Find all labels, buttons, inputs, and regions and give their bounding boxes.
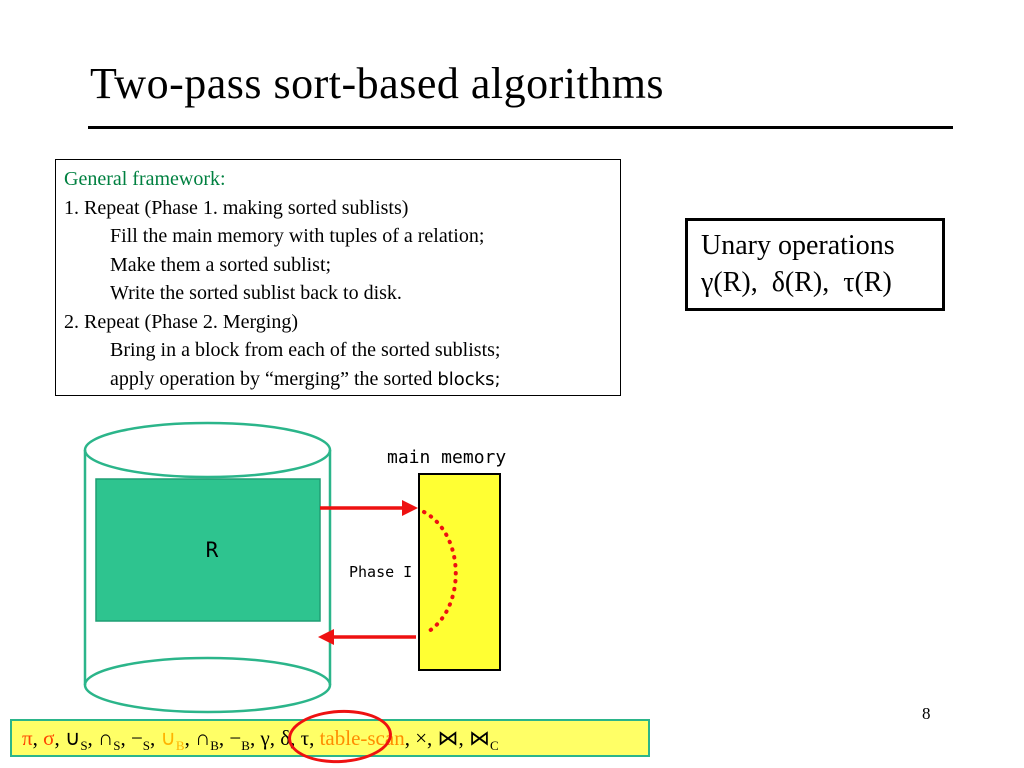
operator-join-c: ⋈C [469, 725, 499, 753]
arrow-to-disk [318, 629, 416, 645]
operator-union-s: ∪S [64, 725, 88, 753]
operator-tau: τ [300, 725, 310, 750]
framework-line-tail: blocks; [437, 368, 501, 390]
operator-union-b: ∪B [160, 725, 185, 753]
operator-separator: , [404, 725, 416, 750]
unary-operations-title: Unary operations [701, 230, 895, 261]
operator-separator: , [184, 725, 196, 750]
framework-line: Bring in a block from each of the sorted… [110, 339, 501, 361]
page-title: Two-pass sort-based algorithms [90, 59, 665, 108]
operator-gamma: γ [260, 725, 270, 750]
arrow-to-memory [320, 500, 418, 516]
operator-minus-s: −S [130, 725, 151, 753]
operator-separator: , [290, 725, 301, 750]
merge-arc [422, 510, 458, 635]
disk-diagram: R main memory Phase I [83, 421, 506, 714]
relation-rect [95, 478, 321, 622]
operators-bar: π, σ, ∪S, ∩S, −S, ∪B, ∩B, −B, γ, δ, τ, t… [10, 719, 650, 757]
operator-separator: , [150, 725, 161, 750]
framework-line: Write the sorted sublist back to disk. [110, 282, 402, 304]
phase-label: Phase I [349, 563, 412, 581]
unary-operations-box: Unary operations γ(R), δ(R), τ(R) [685, 218, 945, 311]
main-memory-label: main memory [387, 447, 506, 468]
framework-line: apply operation by “merging” the sorted … [64, 365, 610, 395]
operator-separator: , [87, 725, 99, 750]
operator-sigma: σ [43, 725, 55, 750]
operator-intersect-b: ∩B [195, 725, 219, 753]
disk-cylinder [83, 421, 332, 714]
operator-separator: , [218, 725, 230, 750]
operator-minus-b: −B [229, 725, 250, 753]
operator-separator: , [249, 725, 261, 750]
operator-join: ⋈ [437, 725, 459, 750]
framework-box: General framework: 1. Repeat (Phase 1. m… [55, 159, 621, 396]
framework-line: Fill the main memory with tuples of a re… [110, 225, 485, 247]
operator-separator: , [32, 725, 44, 750]
operator-pi: π [22, 725, 33, 750]
framework-line: 2. Repeat (Phase 2. Merging) [64, 310, 299, 333]
operator-separator: , [54, 725, 65, 750]
title-underline [88, 126, 953, 129]
relation-label: R [206, 538, 219, 562]
operator-separator: , [120, 725, 131, 750]
operator-separator: , [427, 725, 438, 750]
framework-line: 1. Repeat (Phase 1. making sorted sublis… [64, 196, 409, 219]
operator-delta: δ [280, 725, 291, 750]
framework-heading: General framework: [64, 168, 226, 190]
operator-table-scan: table-scan [319, 725, 405, 750]
operator-intersect-s: ∩S [98, 725, 121, 753]
main-memory-rect [418, 473, 501, 671]
framework-line-text: apply operation by “merging” the sorted [110, 367, 438, 390]
page-number: 8 [922, 704, 931, 723]
operator-separator: , [458, 725, 470, 750]
operator-separator: , [269, 725, 281, 750]
framework-line: Make them a sorted sublist; [110, 253, 332, 276]
unary-operations-formula: γ(R), δ(R), τ(R) [701, 267, 892, 298]
operator-cross: × [415, 725, 428, 750]
operators-bar-text: π, σ, ∪S, ∩S, −S, ∪B, ∩B, −B, γ, δ, τ, t… [22, 725, 499, 753]
operator-separator: , [309, 725, 320, 750]
